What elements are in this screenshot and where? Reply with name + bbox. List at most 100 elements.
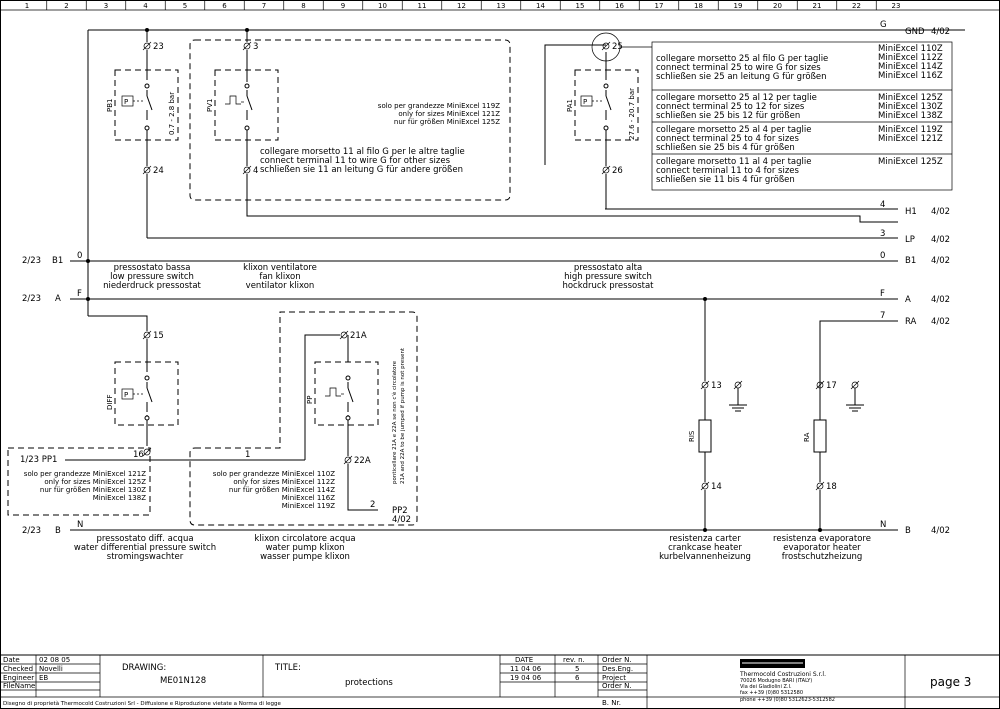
- b1-left-label: B1: [52, 256, 63, 266]
- pv1-note-line: nur für größen MiniExcel 125Z: [394, 118, 500, 126]
- box4-line: schließen sie 11 bis 4 für größen: [656, 175, 795, 185]
- box1-line: connect terminal 25 to wire G for sizes: [656, 63, 821, 73]
- wire-note-line: collegare morsetto 11 al filo G per le a…: [260, 147, 465, 157]
- wire-note-line: connect terminal 11 to wire G for other …: [260, 156, 451, 166]
- tb-engineer-value: EB: [39, 674, 48, 682]
- ruler-number: 4: [143, 2, 148, 10]
- tb-rev1-n: 5: [575, 665, 579, 673]
- gnd-ref: 4/02: [931, 27, 950, 37]
- box3-line: schließen sie 25 bis 4 für größen: [656, 143, 795, 153]
- tb-order-n2: Order N.: [602, 682, 632, 690]
- junctions: [86, 28, 822, 532]
- terminal-3: 3: [253, 42, 258, 52]
- pump-size-line: only for sizes MiniExcel 112Z: [233, 478, 335, 486]
- title-block: Date 02 08 05 Checked Novelli Engineer E…: [0, 654, 1000, 709]
- box4-line: collegare morsetto 11 al 4 per taglie: [656, 157, 811, 167]
- pump-size-line: MiniExcel 116Z: [282, 494, 335, 502]
- box3-line: collegare morsetto 25 al 4 per taglie: [656, 125, 811, 135]
- a-label: A: [905, 295, 911, 305]
- evaporator-caption: resistenza evaporatore: [773, 534, 871, 544]
- box2-size: MiniExcel 138Z: [878, 111, 943, 121]
- ruler-number: 19: [734, 2, 743, 10]
- b1-label: B1: [905, 256, 916, 266]
- connection-table: collegare morsetto 25 al filo G per tagl…: [620, 41, 953, 191]
- terminal-13: 13: [711, 381, 722, 391]
- pv1-note-line: solo per grandezze MiniExcel 119Z: [378, 102, 500, 110]
- pp1-size-line: nur für größen MiniExcel 130Z: [40, 486, 146, 494]
- box1-line: collegare morsetto 25 al filo G per tagl…: [656, 54, 828, 64]
- terminal-24: 24: [153, 166, 164, 176]
- box1-size: MiniExcel 110Z: [878, 44, 943, 54]
- ruler-number: 21: [813, 2, 822, 10]
- tb-title-value: protections: [345, 678, 393, 688]
- b1-left-ref: 2/23: [22, 256, 41, 266]
- pv1-note: solo per grandezze MiniExcel 119Z only f…: [378, 102, 500, 126]
- lp-num: 3: [880, 229, 885, 239]
- gnd-label: GND: [905, 27, 925, 37]
- ruler-number: 12: [457, 2, 466, 10]
- diff-label: DIFF: [106, 394, 114, 410]
- pb1-label: PB1: [106, 99, 114, 112]
- ruler-number: 2: [64, 2, 68, 10]
- lp-switch-caption: low pressure switch: [110, 272, 194, 282]
- b-left-ref: 2/23: [22, 526, 41, 536]
- rails: G GND 4/02 4 H1 4/02 3 LP 4/02 2/23 B1 0…: [20, 20, 965, 536]
- pp1-size-line: solo per grandezze MiniExcel 121Z: [24, 470, 146, 478]
- pp1-size-line: only for sizes MiniExcel 125Z: [44, 478, 146, 486]
- ruler-number: 16: [615, 2, 624, 10]
- ruler-number: 10: [378, 2, 387, 10]
- box2-line: schließen sie 25 bis 12 für größen: [656, 111, 800, 121]
- terminal-15: 15: [153, 331, 164, 341]
- crankcase-caption: kurbelvannenheizung: [659, 552, 751, 562]
- tb-fax: fax ++39 (0)80 5312580: [740, 690, 803, 696]
- terminal-23: 23: [153, 42, 164, 52]
- evaporator-caption: frostschutzheizung: [782, 552, 863, 562]
- pp1-left: 1/23 PP1: [20, 455, 57, 465]
- fan-klixon-caption: ventilator klixon: [246, 281, 315, 291]
- tb-rev-col: rev. n.: [563, 656, 585, 664]
- pump-klixon-caption: water pump klixon: [265, 543, 344, 553]
- terminal-22a: 22A: [354, 456, 371, 466]
- pa1-switch: P PA1 27.6 - 20.7 bar: [566, 83, 636, 140]
- tb-page: page 3: [930, 675, 971, 689]
- pp-switch: PP: [306, 375, 354, 421]
- crankcase-caption: crankcase heater: [668, 543, 742, 553]
- pump-klixon-caption: klixon circolatore acqua: [254, 534, 355, 544]
- tb-drawing-label: DRAWING:: [122, 663, 166, 673]
- a-num: F: [77, 289, 82, 299]
- pump-klixon-caption: wasser pumpe klixon: [260, 552, 350, 562]
- box4-line: connect terminal 11 to 4 for sizes: [656, 166, 800, 176]
- tb-company: Thermocold Costruzioni S.r.l.: [739, 671, 826, 678]
- pp2-num: 2: [370, 500, 375, 510]
- ruler-number: 13: [497, 2, 506, 10]
- diff-switch: P DIFF: [106, 375, 153, 421]
- tb-project: Project: [602, 674, 626, 682]
- tb-b-nr: B. Nr.: [602, 699, 621, 707]
- b1-num: 0: [77, 251, 82, 261]
- tb-address2: Via dei Gladiolini Z.I.: [740, 684, 792, 690]
- box4-size: MiniExcel 125Z: [878, 157, 943, 167]
- b1-right-num: 0: [880, 251, 885, 261]
- ruler-number: 17: [655, 2, 664, 10]
- pp1-num2: 1: [245, 450, 250, 460]
- ruler-number: 15: [576, 2, 585, 10]
- h1-num: 4: [880, 200, 885, 210]
- tb-rev2-n: 6: [575, 674, 580, 682]
- tb-order-n: Order N.: [602, 656, 632, 664]
- ruler-number: 14: [536, 2, 545, 10]
- tb-date-col: DATE: [515, 656, 533, 664]
- pp1-size-line: MiniExcel 138Z: [93, 494, 146, 502]
- pump-size-line: nur für größen MiniExcel 114Z: [229, 486, 335, 494]
- b-label: B: [905, 526, 911, 536]
- pb1-p-label: P: [124, 98, 128, 106]
- ruler-number: 5: [183, 2, 187, 10]
- hp-switch-caption: high pressure switch: [564, 272, 652, 282]
- ruler-number: 1: [25, 2, 29, 10]
- box3-size: MiniExcel 119Z: [878, 125, 943, 135]
- wire-note: collegare morsetto 11 al filo G per le a…: [260, 147, 465, 175]
- fan-klixon-caption: klixon ventilatore: [243, 263, 317, 273]
- gnd-rail-num: G: [880, 20, 887, 30]
